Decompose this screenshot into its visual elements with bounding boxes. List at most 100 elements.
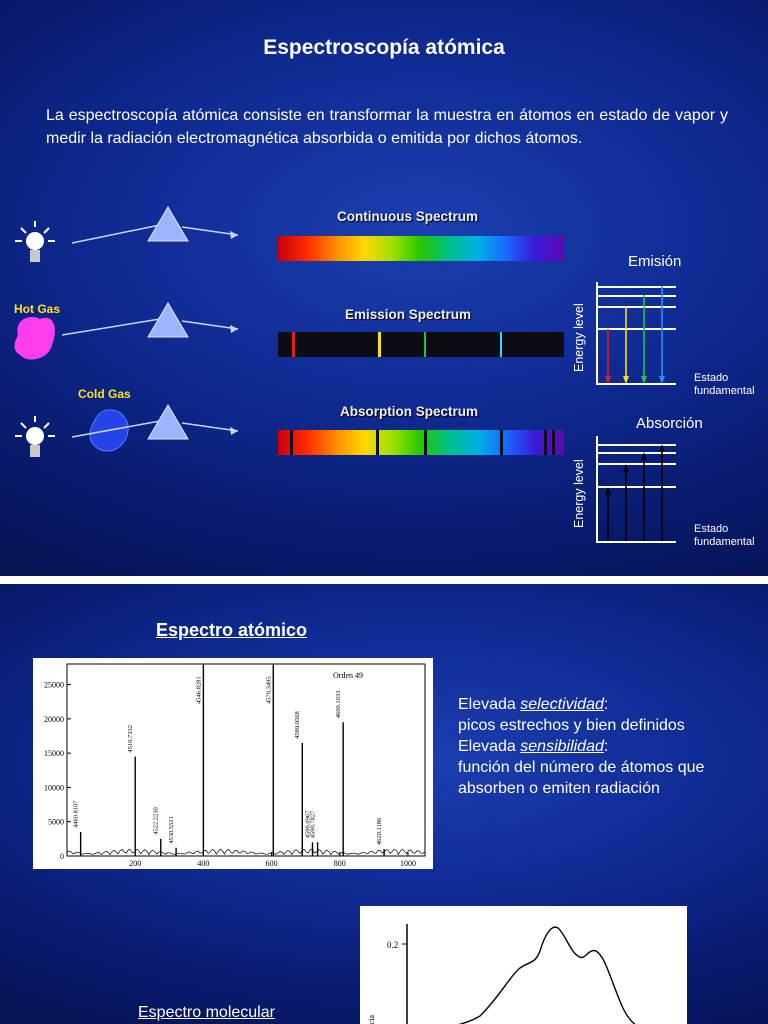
peak-label: 4589.9568	[294, 711, 301, 739]
continuous-spectrum-bar	[278, 236, 564, 261]
peak-label: 4570.3495	[265, 676, 272, 704]
spectrum-baseline	[66, 848, 426, 856]
intro-paragraph: La espectroscopía atómica consiste en tr…	[46, 107, 728, 147]
y-tick-label: 25000	[44, 681, 64, 690]
peak-label: 4530.5521	[168, 816, 175, 844]
peak-label: 4590.0967	[304, 810, 311, 838]
energy-level	[596, 486, 676, 488]
emission-ground-state-label: Estado fundamental	[694, 372, 755, 398]
molecular-ylabel: dencia	[367, 1015, 376, 1024]
peak-label: 4522.2230	[153, 807, 160, 835]
slide-title: Espectroscopía atómica	[263, 36, 505, 59]
emission-energy-axis	[596, 282, 598, 384]
prism-icon	[147, 404, 189, 440]
emission-energy-axis-label: Energy level	[572, 303, 586, 372]
selectivity-prefix: Elevada	[458, 696, 521, 713]
energy-level	[596, 295, 676, 297]
prism-icon	[147, 302, 189, 338]
absorption-spectrum-label: Absorption Spectrum	[340, 404, 479, 419]
absorption-line	[424, 430, 427, 455]
molecular-band-curve	[458, 926, 636, 1024]
slide-atomic-spectroscopy: Espectroscopía atómica La espectroscopía…	[0, 0, 768, 576]
emission-arrows	[605, 286, 665, 384]
molecular-ytick: 0.2	[387, 940, 398, 950]
light-bulb-icon	[15, 416, 55, 457]
x-tick-label: 800	[334, 859, 346, 868]
absorption-energy-axis	[596, 436, 598, 542]
absorption-line	[290, 430, 293, 455]
y-tick-label: 20000	[44, 715, 64, 724]
sensitivity-suffix: :	[603, 738, 609, 755]
continuous-spectrum-label: Continuous Spectrum	[337, 209, 478, 224]
peak-label: 4546.8281	[195, 676, 202, 704]
x-tick-label: 600	[266, 859, 278, 868]
absorption-spectrum-bar	[278, 430, 564, 455]
selectivity-line: Elevada selectividad:	[458, 694, 704, 715]
emission-spectrum-bar	[278, 332, 564, 357]
sensitivity-detail-1: función del número de átomos que	[458, 759, 705, 776]
plot-frame	[66, 663, 426, 857]
absorption-line	[552, 430, 555, 455]
sensitivity-line: Elevada sensibilidad:	[458, 736, 704, 757]
absorption-line	[376, 430, 379, 455]
molecular-spectrum-label: Espectro molecular	[138, 1004, 275, 1021]
absorption-arrows	[605, 444, 665, 541]
sensitivity-term: sensibilidad	[520, 738, 604, 755]
emission-diagram-title: Emisión	[628, 253, 682, 270]
sensitivity-prefix: Elevada	[458, 738, 521, 755]
ground-level	[596, 383, 676, 385]
absorption-energy-axis-label: Energy level	[572, 459, 586, 528]
absorption-ground-line1: Estado	[694, 523, 729, 535]
energy-level	[596, 452, 676, 454]
absorption-ground-line2: fundamental	[694, 536, 755, 548]
emission-line-yellow	[378, 332, 381, 357]
prism-illustration	[14, 206, 239, 457]
peak-label: 4590.7827	[310, 810, 317, 838]
ground-level	[596, 541, 676, 543]
y-tick-label: 15000	[44, 749, 64, 758]
y-tick-label: 5000	[48, 818, 64, 827]
energy-level	[596, 444, 676, 446]
atomic-spectrum-chart: 0 5000 10000 15000 20000 25000 200 400 600 800 100…	[44, 663, 426, 868]
cold-gas-label: Cold Gas	[78, 387, 131, 401]
selectivity-suffix: :	[603, 696, 609, 713]
molecular-spectrum-plot: 0.2 dencia	[360, 906, 687, 1024]
x-tick-label: 200	[129, 859, 141, 868]
energy-level	[596, 463, 676, 465]
absorption-line	[544, 430, 547, 455]
selectivity-detail: picos estrechos y bien definidos	[458, 717, 685, 734]
energy-level	[596, 286, 676, 288]
peak-label: 4460.8107	[73, 800, 80, 828]
hot-gas-label: Hot Gas	[14, 302, 61, 316]
peak-label: 4600.1033	[335, 691, 342, 719]
emission-line-blue	[500, 332, 502, 357]
absorption-ground-state-label: Estado fundamental	[694, 523, 755, 549]
emission-line-green	[424, 332, 426, 357]
absorption-line	[500, 430, 503, 455]
absorption-diagram-title: Absorción	[636, 415, 703, 432]
plot-annotation: Orden 49	[333, 671, 363, 680]
energy-level	[596, 306, 676, 308]
hot-gas-blob	[14, 316, 55, 360]
emission-ground-line1: Estado	[694, 372, 729, 384]
peak-label: 4510.7332	[127, 725, 134, 753]
prism-icon	[147, 206, 189, 242]
slide-atomic-spectrum: Espectro atómico 0 5000 10000 15000 20000 250…	[0, 584, 768, 1024]
energy-level	[596, 328, 676, 330]
y-tick-label: 10000	[44, 783, 64, 792]
light-bulb-icon	[15, 221, 55, 262]
x-tick-label: 1000	[400, 859, 416, 868]
atomic-spectrum-plot: 0 5000 10000 15000 20000 25000 200 400 600 800 100…	[33, 658, 433, 869]
atomic-properties-text: Elevada selectividad: picos estrechos y …	[458, 694, 704, 799]
slide-separator	[0, 576, 768, 584]
emission-spectrum-label: Emission Spectrum	[345, 307, 472, 322]
peak-label: 4620.1186	[376, 817, 383, 845]
selectivity-term: selectividad	[520, 696, 604, 713]
emission-line-red	[292, 332, 295, 357]
emission-ground-line2: fundamental	[694, 385, 755, 397]
x-tick-label: 400	[197, 859, 209, 868]
sensitivity-detail-2: absorben o emiten radiación	[458, 780, 660, 797]
y-tick-label: 0	[60, 852, 64, 861]
atomic-spectrum-title: Espectro atómico	[156, 620, 308, 640]
molecular-spectrum-chart: 0.2 dencia	[367, 924, 636, 1024]
